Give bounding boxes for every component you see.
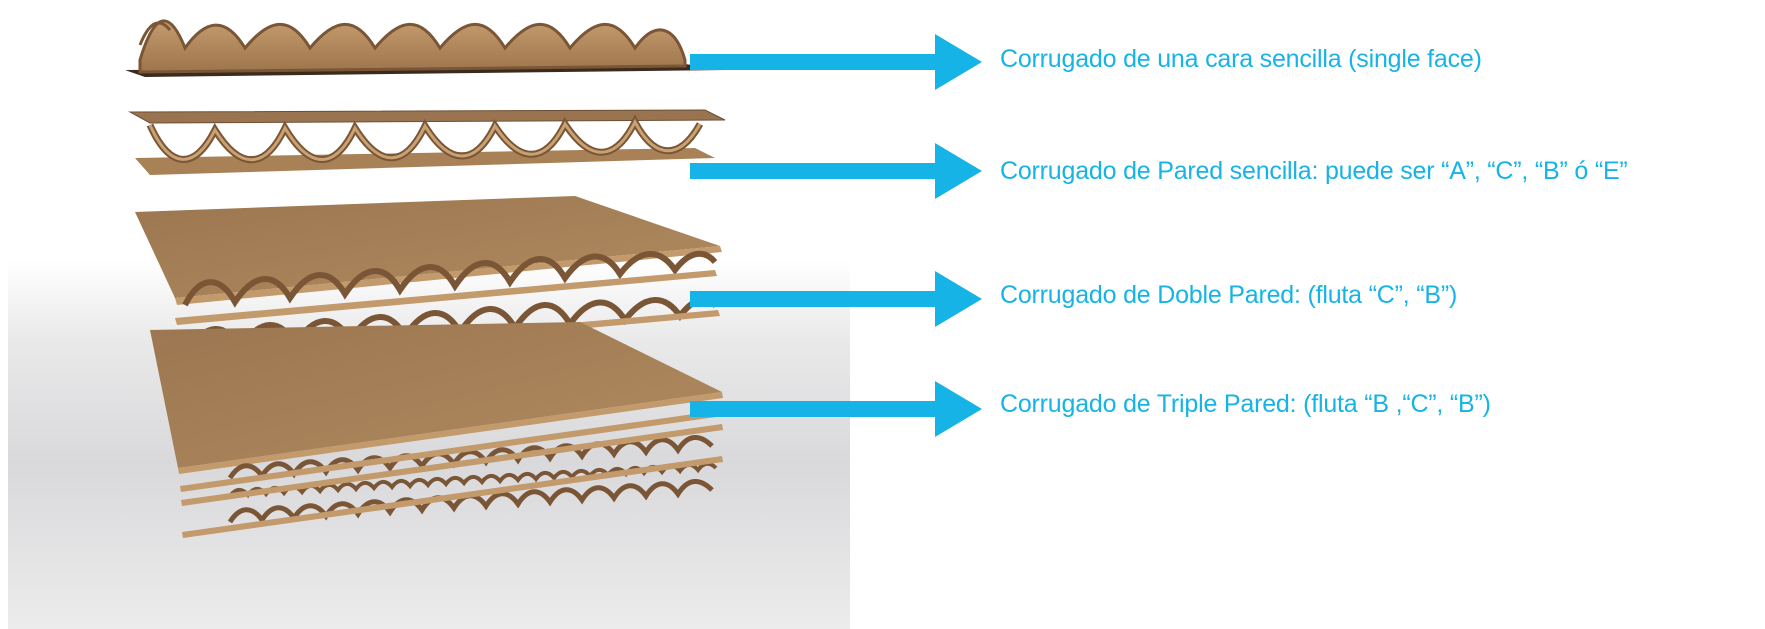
label-triple-wall: Corrugado de Triple Pared: (fluta “B ,“C… <box>1000 390 1491 418</box>
flute-wave <box>182 250 718 308</box>
layer-triple-wall <box>150 322 723 538</box>
arrow-4 <box>690 381 982 437</box>
label-single-wall: Corrugado de Pared sencilla: puede ser “… <box>1000 157 1628 185</box>
arrow-3 <box>690 271 982 327</box>
arrow-2 <box>690 143 982 199</box>
layer-single-wall <box>128 109 726 175</box>
label-double-wall: Corrugado de Doble Pared: (fluta “C”, “B… <box>1000 281 1458 309</box>
flute-wave <box>138 19 687 74</box>
arrow-1 <box>690 34 982 90</box>
label-single-face: Corrugado de una cara sencilla (single f… <box>1000 45 1482 73</box>
layer-single-face <box>125 19 725 77</box>
